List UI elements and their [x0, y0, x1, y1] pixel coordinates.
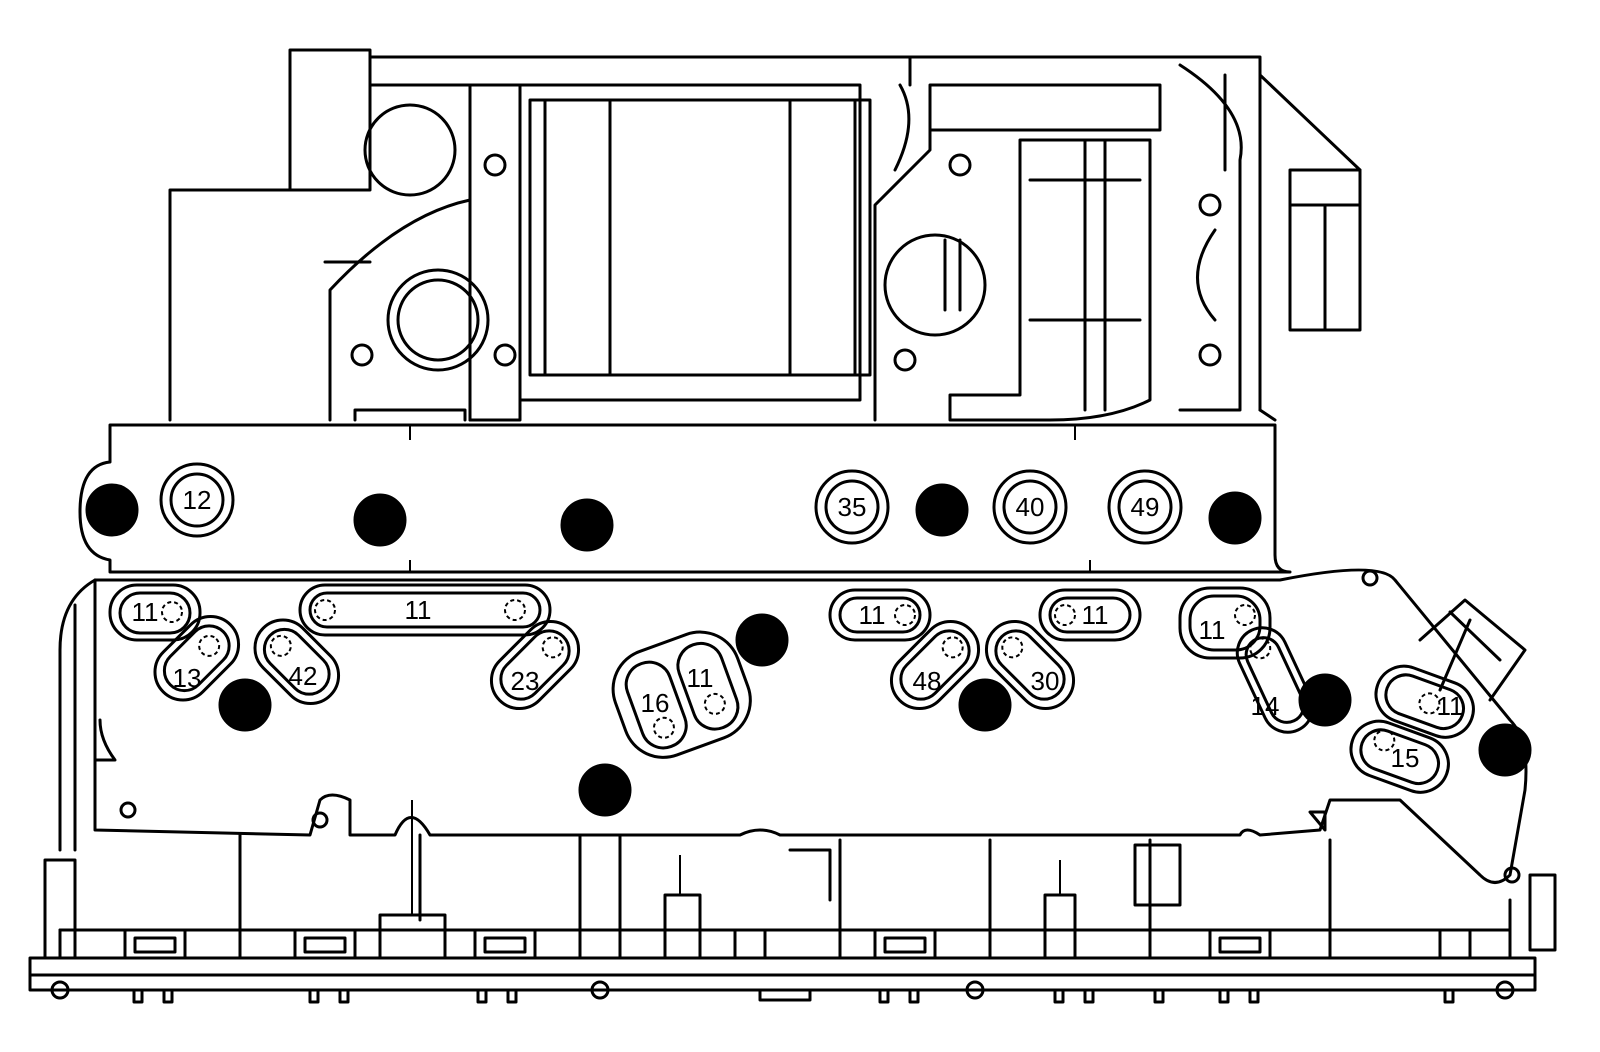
solenoid-pad — [473, 928, 537, 960]
solenoid-pad — [123, 928, 187, 960]
passage-label: 30 — [1031, 666, 1060, 696]
passage-label: 11 — [1199, 615, 1226, 645]
passage-15 — [1349, 719, 1450, 794]
plug-49: 49 — [1107, 469, 1183, 545]
solenoid-pad — [873, 928, 937, 960]
passage-label: 16 — [641, 688, 670, 718]
base-feet — [50, 980, 1515, 1004]
passage-42 — [253, 618, 341, 706]
bolt-hole — [1298, 673, 1352, 727]
plug-label: 49 — [1131, 492, 1160, 522]
passage-label: 11 — [1437, 691, 1464, 721]
upper-housing — [168, 48, 1362, 422]
passage-11-fr — [1374, 664, 1475, 739]
passage-label: 11 — [405, 595, 432, 625]
passage-label: 13 — [173, 663, 202, 693]
passage-label: 23 — [511, 666, 540, 696]
bolt-hole — [958, 678, 1012, 732]
plug-12: 12 — [159, 462, 235, 538]
passage-label: 11 — [132, 597, 159, 627]
base-rail — [28, 800, 1557, 1004]
passage-13 — [153, 614, 241, 702]
passage-30 — [984, 619, 1076, 711]
passage-label: 11 — [687, 663, 714, 693]
passage-label: 14 — [1251, 691, 1280, 721]
solenoid-pad — [293, 928, 357, 960]
lower-body — [58, 568, 1532, 884]
bolt-hole — [218, 678, 272, 732]
bolt-hole — [560, 498, 614, 552]
bolt-hole — [1478, 723, 1532, 777]
passage-label: 11 — [859, 600, 886, 630]
passage-11-r: 11 — [1178, 586, 1272, 660]
passage-11: 11 — [108, 583, 202, 642]
passage-14 — [1235, 626, 1315, 734]
top-plate: 12 35 40 49 — [78, 423, 1292, 574]
passages: 11 11 13 42 23 — [108, 583, 1475, 794]
plug-label: 12 — [183, 485, 212, 515]
passage-11-c2: 11 — [1038, 588, 1142, 642]
bolt-hole — [578, 763, 632, 817]
bolt-hole — [915, 483, 969, 537]
passage-label: 42 — [289, 661, 318, 691]
plug-40: 40 — [992, 469, 1068, 545]
bolt-hole — [735, 613, 789, 667]
plug-35: 35 — [814, 469, 890, 545]
passage-23 — [489, 619, 581, 711]
passage-label: 11 — [1082, 600, 1109, 630]
plug-label: 35 — [838, 492, 867, 522]
bolt-hole — [1208, 491, 1262, 545]
solenoid-pad — [1208, 928, 1272, 960]
bolt-hole — [353, 493, 407, 547]
passage-label: 15 — [1391, 743, 1420, 773]
passage-16-11 — [611, 630, 752, 759]
plug-label: 40 — [1016, 492, 1045, 522]
passage-11-c1: 11 — [828, 588, 932, 642]
bolt-hole — [85, 483, 139, 537]
passage-48 — [889, 619, 981, 711]
passage-11-long: 11 — [298, 583, 552, 637]
passage-label: 48 — [913, 666, 942, 696]
